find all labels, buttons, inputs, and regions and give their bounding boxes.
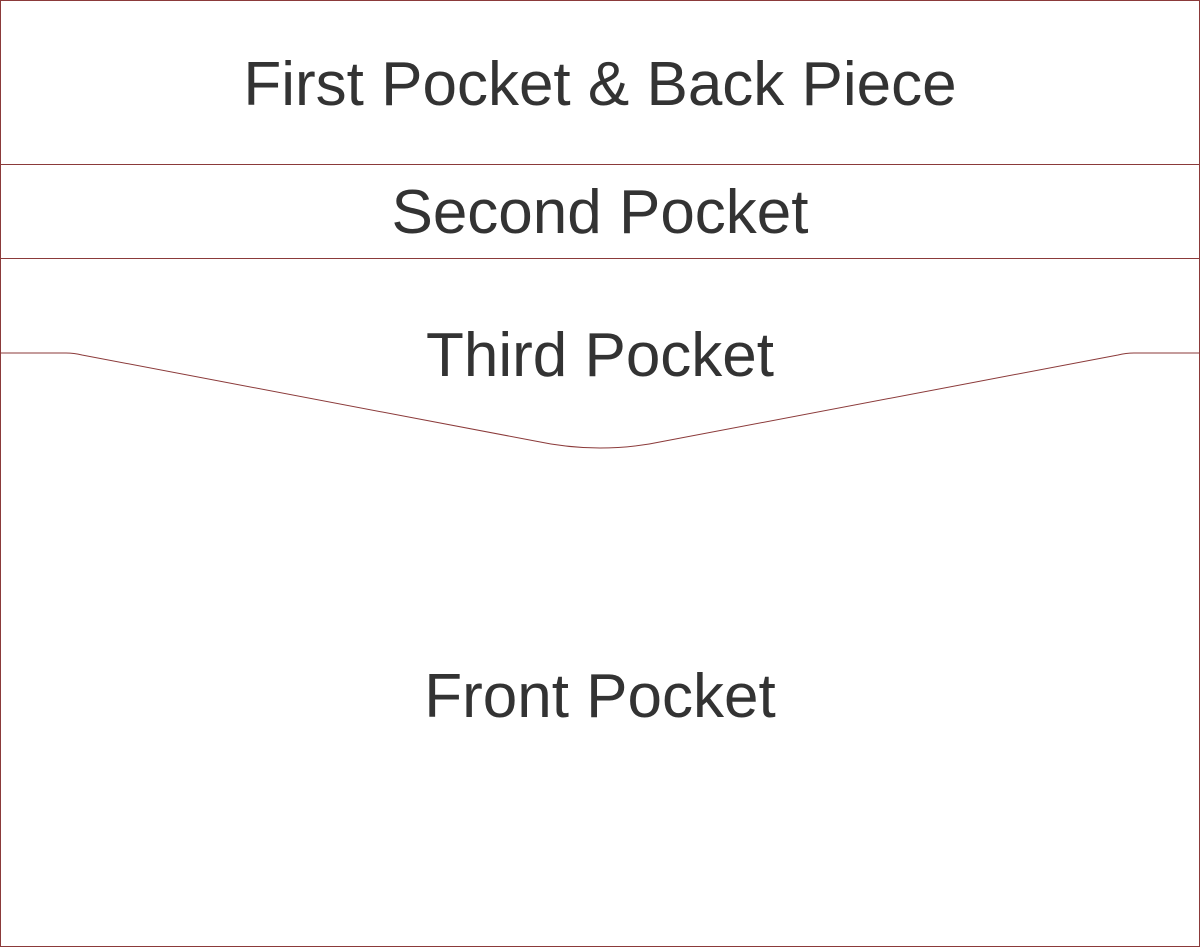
front-pocket-curved-edge [0,352,1200,449]
third-pocket-label: Third Pocket [426,321,774,390]
second-pocket-label: Second Pocket [391,178,808,247]
front-pocket-label: Front Pocket [424,662,775,731]
first-pocket-label: First Pocket & Back Piece [243,50,956,119]
